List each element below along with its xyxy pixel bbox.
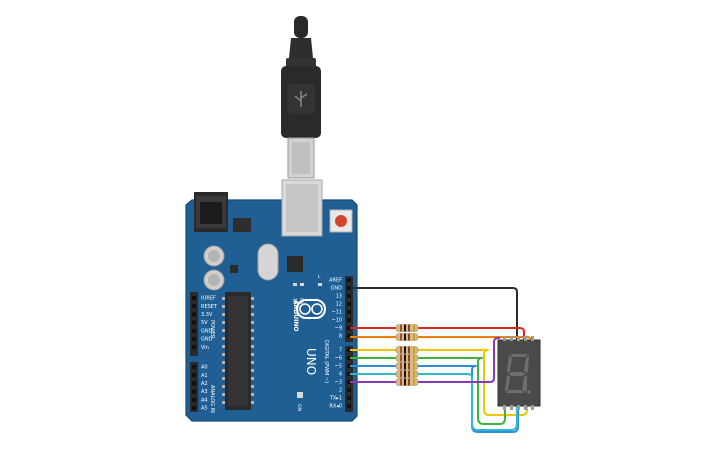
wire-pin9 [350, 327, 525, 340]
digital-pin-label: TX▸1 [329, 396, 342, 402]
arduino-board[interactable]: TX RX L ARDUINO UNO ON POWER ANALOG IN D… [185, 179, 358, 422]
digital-pwm-label: DIGITAL (PWM ~) [323, 340, 329, 383]
analog-pin-label: A5 [201, 406, 208, 412]
usb-cable[interactable] [281, 16, 321, 179]
digital-pin-label: ~6 [335, 356, 342, 362]
digital-pin-label: 8 [339, 334, 342, 340]
resistor[interactable] [395, 324, 419, 332]
power-pin-label: RESET [201, 304, 218, 310]
power-pin-label: 3.3V [201, 312, 213, 318]
digital-pin-label: 12 [336, 302, 342, 308]
l-label: L [318, 274, 321, 280]
power-pin-label: GND [201, 328, 213, 334]
wire-gnd [350, 287, 518, 340]
digital-pin-label: RX◂0 [329, 404, 342, 410]
uno-label: UNO [304, 348, 318, 375]
resistor[interactable] [395, 346, 419, 354]
analog-pin-label: A1 [201, 373, 208, 379]
digital-pin-label: 13 [336, 294, 342, 300]
resistor[interactable] [395, 333, 419, 341]
wire-pin6 [350, 357, 506, 425]
power-pin-label: IOREF [201, 296, 216, 302]
digital-pin-label: ~3 [335, 380, 342, 386]
digital-pin-label: ~5 [335, 364, 342, 370]
arduino-wordmark: ARDUINO [292, 300, 299, 331]
reset-button[interactable] [335, 215, 347, 227]
resistor[interactable] [395, 378, 419, 386]
analog-pin-label: A4 [201, 397, 208, 403]
digital-pin-label: ~9 [335, 326, 342, 332]
digit-segments [505, 354, 531, 394]
tx-label: TX [291, 297, 297, 304]
display-pins-top [503, 336, 534, 341]
seven-segment-display[interactable] [497, 336, 541, 410]
analog-in-label: ANALOG IN [209, 385, 215, 413]
power-label: POWER [209, 320, 215, 339]
digital-pin-label: 2 [339, 388, 342, 394]
on-label: ON [296, 404, 302, 411]
power-header: IOREF RESET 3.3V 5V GND GND Vin [190, 292, 218, 356]
chip-pins [222, 297, 254, 404]
resistor[interactable] [395, 362, 419, 370]
wire-pin3 [350, 337, 500, 383]
digital-pin-label: 7 [339, 348, 342, 354]
usb-icon [294, 91, 308, 107]
digital-pin-label: ~11 [331, 310, 342, 316]
wire-pin7 [350, 349, 528, 416]
digital-pin-label: AREF [329, 278, 342, 284]
resistor[interactable] [395, 370, 419, 378]
resistor[interactable] [395, 354, 419, 362]
power-pin-label: Vin [201, 345, 209, 351]
power-pin-label: 5V [201, 320, 208, 326]
arduino-logo [296, 299, 326, 319]
analog-pin-label: A3 [201, 389, 208, 395]
display-pins-bottom [503, 405, 534, 410]
analog-pin-label: A2 [201, 381, 208, 387]
digital-pin-label: ~10 [331, 318, 342, 324]
digital-pin-label: GND [331, 286, 343, 292]
resistors [395, 324, 419, 386]
wire-pin5 [350, 365, 519, 433]
digital-pin-label: 4 [339, 372, 342, 378]
power-pin-label: GND [201, 337, 213, 343]
analog-pin-label: A0 [201, 365, 208, 371]
digital-header: AREF GND 13 12 ~11 ~10 ~9 8 7 ~6 ~5 4 ~3 2TX▸1RX◂0 [329, 276, 353, 412]
